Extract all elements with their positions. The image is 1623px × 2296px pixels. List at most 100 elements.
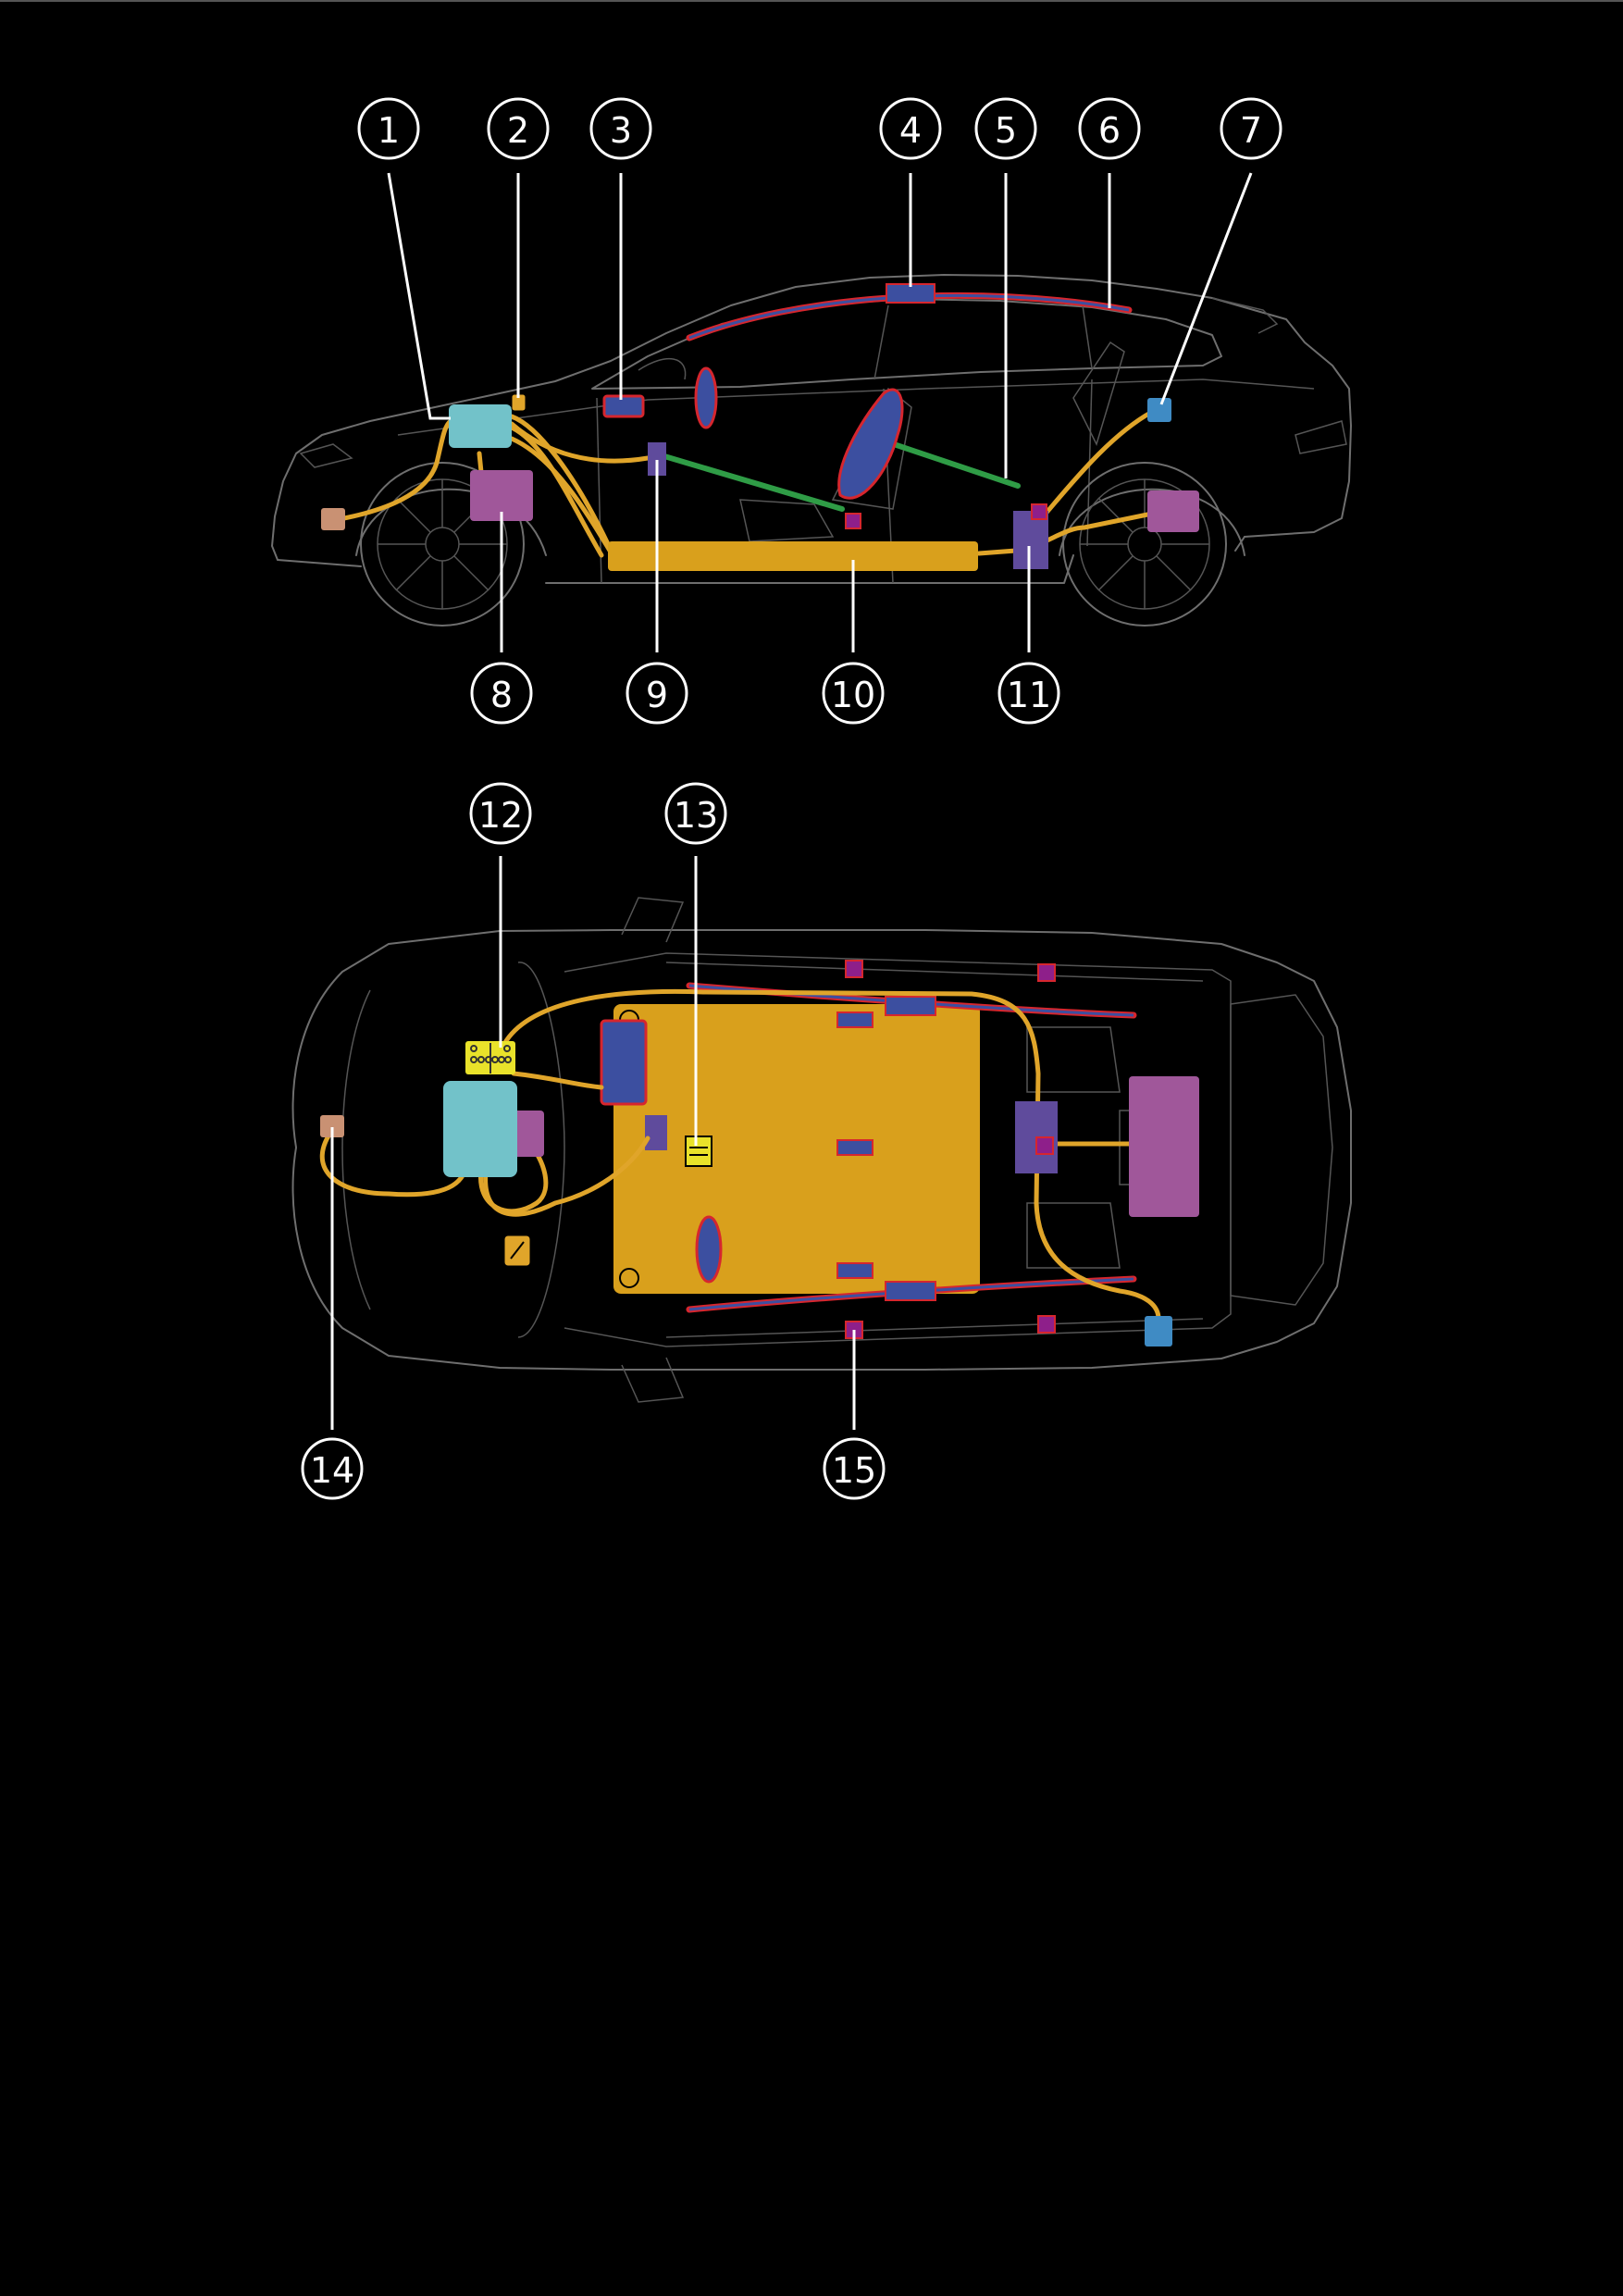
side-rear-module — [1147, 398, 1171, 422]
callout-number: 2 — [507, 110, 529, 151]
callout-12: 12 — [469, 782, 532, 845]
top-battery-pack — [613, 1004, 980, 1294]
callout-number: 10 — [831, 675, 875, 715]
side-c-pillar — [1082, 304, 1093, 369]
top-fuse-box-small — [685, 1136, 712, 1167]
callout-number: 9 — [646, 675, 668, 715]
side-front-electronics-module — [449, 404, 512, 448]
callout-11: 11 — [997, 662, 1060, 725]
top-floor-airbag-1 — [836, 1011, 873, 1028]
side-front-sensor — [321, 508, 345, 530]
callout-6: 6 — [1078, 97, 1141, 160]
top-front-drive-unit — [512, 1111, 544, 1157]
side-b-pillar — [873, 304, 889, 380]
callout-4: 4 — [879, 97, 942, 160]
top-sensor-1 — [845, 960, 863, 978]
top-harness-loop — [502, 988, 1161, 1322]
leader-1 — [387, 172, 451, 420]
side-harness-rear-up — [1043, 409, 1155, 516]
side-seat-airbag — [837, 388, 904, 500]
top-side-mirror-left — [621, 897, 685, 943]
side-rear-wheel — [1059, 462, 1245, 627]
callout-5: 5 — [974, 97, 1037, 160]
side-rocker-line — [545, 554, 1074, 584]
callout-number: 14 — [310, 1450, 354, 1491]
callout-9: 9 — [626, 662, 688, 725]
callout-number: 12 — [478, 795, 523, 836]
top-hood-line — [341, 962, 565, 1338]
callout-10: 10 — [822, 662, 885, 725]
top-rear-module — [1145, 1316, 1172, 1347]
top-side-mirror-right — [621, 1357, 685, 1403]
top-fuse-box-small-symbol — [689, 1147, 708, 1156]
callout-number: 3 — [610, 110, 632, 151]
callout-number: 11 — [1007, 675, 1051, 715]
callout-2: 2 — [487, 97, 550, 160]
side-body-controller — [648, 442, 666, 476]
top-harness-center-c — [483, 1136, 650, 1217]
callout-number: 6 — [1098, 110, 1121, 151]
callout-number: 15 — [832, 1450, 876, 1491]
top-pyro-fuse-symbol — [510, 1241, 525, 1260]
side-battery-pack — [608, 541, 978, 571]
top-battery-mount-bl — [619, 1268, 639, 1288]
top-floor-airbag-2 — [836, 1139, 873, 1156]
side-front-drive-unit — [470, 470, 533, 521]
top-harness-center-b — [478, 1145, 549, 1214]
side-spoiler — [1211, 297, 1279, 334]
callout-number: 4 — [899, 110, 922, 151]
callout-number: 7 — [1240, 110, 1262, 151]
side-harness-to-module — [509, 421, 650, 464]
top-roof-inflator-right — [885, 1281, 936, 1301]
side-steering-wheel — [638, 357, 687, 380]
top-roof-rail — [665, 962, 1204, 1338]
side-harness-front — [332, 418, 453, 523]
side-seatbelt-front — [662, 453, 845, 512]
top-sensor-4 — [1037, 1315, 1056, 1334]
callout-7: 7 — [1220, 97, 1282, 160]
side-headlight — [299, 443, 353, 468]
top-fuse-box-contacts — [470, 1043, 512, 1074]
top-harness-front — [319, 1126, 470, 1198]
top-dash-airbag — [600, 1019, 648, 1106]
callout-number: 8 — [490, 675, 513, 715]
top-rear-drive-unit — [1129, 1076, 1199, 1217]
top-roof-inflator-left — [885, 996, 936, 1016]
callout-13: 13 — [664, 782, 727, 845]
top-front-electronics-module — [443, 1081, 517, 1177]
top-rear-sensor — [1035, 1136, 1054, 1155]
callout-14: 14 — [301, 1437, 364, 1500]
callout-3: 3 — [589, 97, 652, 160]
callout-15: 15 — [823, 1437, 886, 1500]
top-knee-airbag — [695, 1215, 723, 1284]
side-rear-bumper-line — [1234, 536, 1245, 552]
side-rear-seat-outline — [1072, 341, 1125, 447]
top-body-outline — [291, 929, 1352, 1371]
side-harness-main-c — [509, 436, 618, 563]
callouts: 1 2 3 4 5 6 7 8 9 10 11 12 13 14 15 — [301, 97, 1282, 1500]
side-knee-airbag — [694, 366, 718, 429]
side-dash-airbag — [602, 394, 645, 418]
side-rear-sensor — [1031, 503, 1047, 520]
leader-7 — [1159, 172, 1253, 405]
side-rear-controller — [1013, 511, 1048, 569]
top-floor-airbag-3 — [836, 1262, 873, 1279]
callout-1: 1 — [357, 97, 420, 160]
top-front-sensor — [320, 1115, 344, 1137]
side-view — [271, 274, 1352, 627]
side-front-bumper-line — [277, 559, 362, 567]
side-rear-drive-unit — [1147, 490, 1199, 532]
side-harness-hv — [477, 451, 484, 475]
side-harness-main-a — [509, 414, 612, 549]
callout-number: 1 — [378, 110, 400, 151]
top-view — [291, 897, 1352, 1403]
callout-number: 5 — [995, 110, 1017, 151]
side-seatbelt-rear — [886, 440, 1021, 489]
side-pressure-sensor — [845, 513, 861, 529]
top-rear-window — [1230, 994, 1333, 1306]
side-taillight — [1295, 420, 1347, 454]
top-body-controller — [645, 1115, 667, 1150]
top-harness-center-a — [511, 1071, 604, 1090]
callout-number: 13 — [674, 795, 718, 836]
